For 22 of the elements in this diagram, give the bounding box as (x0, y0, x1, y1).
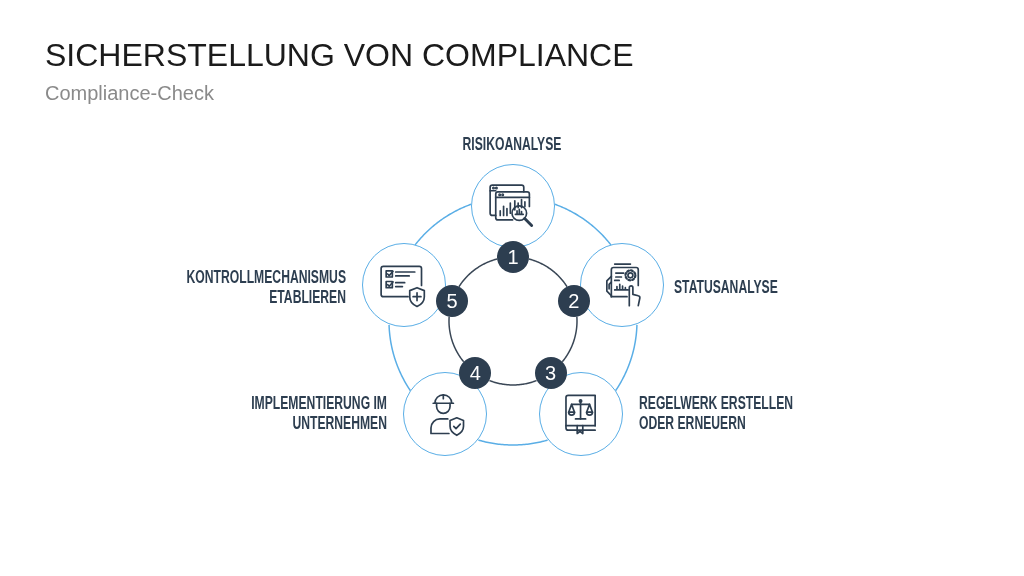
ring-arc (488, 379, 538, 386)
ring-arc (561, 316, 578, 363)
step-title: RISIKOANALYSE (462, 134, 562, 155)
ring-arc (614, 324, 638, 392)
step-number-badge: 2 (557, 285, 590, 318)
ring-arc (414, 203, 472, 246)
step-title: IMPLEMENTIERUNG IM UNTERNEHMEN (250, 393, 388, 434)
step-title: KONTROLLMECHANISMUS ETABLIEREN (186, 267, 347, 308)
ring-arc (448, 316, 465, 363)
ring-arc (477, 439, 549, 446)
step-number-badge: 1 (497, 241, 529, 273)
step-number-badge: 4 (459, 356, 492, 389)
slide-subtitle: Compliance-Check (45, 81, 214, 105)
step-title: STATUSANALYSE (674, 277, 779, 298)
slide-title: SICHERSTELLUNG VON COMPLIANCE (45, 36, 634, 74)
ring-arc (388, 324, 412, 392)
step-title: REGELWERK ERSTELLEN ODER ERNEUERN (639, 393, 795, 434)
ring-arc (528, 258, 568, 288)
ring-arc (458, 258, 498, 288)
step-number-badge: 3 (534, 356, 567, 389)
ring-arc (554, 203, 612, 246)
step-number-badge: 5 (436, 285, 469, 318)
